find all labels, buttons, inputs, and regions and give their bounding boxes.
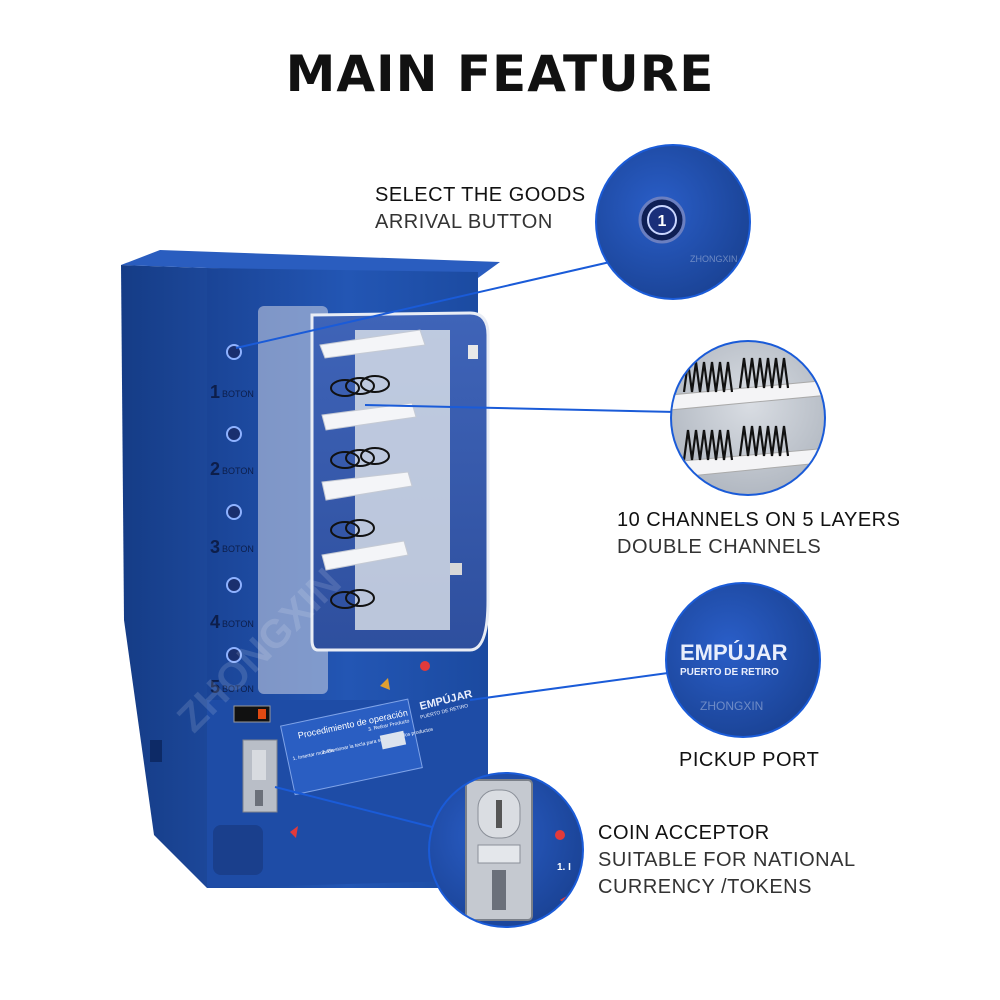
selection-button-4[interactable]: 4 BOTON [210, 577, 254, 632]
button-number: 3 [210, 537, 220, 557]
selection-button-3[interactable]: 3 BOTON [210, 504, 254, 557]
feature-label-button: SELECT THE GOODS ARRIVAL BUTTON [375, 182, 586, 236]
feature-title: SELECT THE GOODS [375, 184, 586, 206]
side-vent [150, 740, 162, 762]
callout-line-channels [364, 404, 677, 413]
decor-dot [420, 661, 430, 671]
window-lock [468, 345, 478, 359]
zoom-circle-pickup: EMPÚJAR PUERTO DE RETIRO ZHONGXIN [665, 582, 821, 738]
feature-label-coin: COIN ACCEPTOR SUITABLE FOR NATIONAL CURR… [598, 820, 856, 901]
zoom-pickup-sublabel: PUERTO DE RETIRO [680, 667, 779, 678]
zoom-spirals [682, 357, 790, 461]
instruction-panel: Procedimiento de operación 1. Insertar m… [280, 698, 434, 796]
feature-title: COIN ACCEPTOR [598, 822, 770, 844]
button-number: 1 [210, 382, 220, 402]
feature-subtitle: ARRIVAL BUTTON [375, 211, 553, 233]
vending-machine: 1 BOTON 2 BOTON 3 BOTON 4 BOTON 5 BO [121, 250, 500, 888]
selection-button-1[interactable]: 1 BOTON [210, 344, 254, 402]
speaker-grille [213, 825, 263, 875]
zoom-circle-coin: 1. I [428, 772, 584, 928]
button-number: 2 [210, 459, 220, 479]
decor-triangle [380, 678, 390, 690]
feature-title: PICKUP PORT [679, 749, 820, 771]
decor-triangle [290, 826, 298, 838]
callout-line-button [235, 261, 611, 349]
feature-label-channels: 10 CHANNELS ON 5 LAYERS DOUBLE CHANNELS [617, 507, 900, 561]
button-label: BOTON [222, 389, 254, 399]
coin-acceptor-on-machine [242, 739, 278, 813]
machine-side-panel [121, 265, 207, 888]
feature-subtitle-2: CURRENCY /TOKENS [598, 876, 812, 898]
button-label: BOTON [222, 619, 254, 629]
selection-button-2[interactable]: 2 BOTON [210, 426, 254, 479]
button-number: 4 [210, 612, 220, 632]
zoom-button-digit: 1 [658, 213, 667, 230]
spirals [330, 375, 390, 609]
button-number: 5 [210, 677, 220, 697]
button-label: BOTON [222, 466, 254, 476]
feature-label-pickup: PICKUP PORT [679, 747, 819, 774]
zoom-pickup-label: EMPÚJAR [680, 640, 788, 665]
zoom-watermark: ZHONGXIN [700, 699, 763, 713]
page-title: MAIN FEATURE [285, 45, 715, 103]
selection-button-5[interactable]: 5 BOTON [210, 647, 254, 697]
button-label: BOTON [222, 684, 254, 694]
zoom-circle-channels [670, 340, 826, 496]
counter-digit [258, 709, 266, 719]
feature-subtitle: DOUBLE CHANNELS [617, 536, 822, 558]
button-label: BOTON [222, 544, 254, 554]
callout-line-coin [274, 786, 433, 828]
zoom-circle-button: 1 ZHONGXIN [595, 144, 751, 300]
callout-line-pickup [469, 672, 669, 701]
shelves [319, 329, 426, 571]
callout-lines [235, 261, 677, 828]
window-latch [450, 563, 462, 575]
feature-title: 10 CHANNELS ON 5 LAYERS [617, 509, 901, 531]
zoom-coin-step: 1. I [557, 862, 571, 873]
feature-subtitle: SUITABLE FOR NATIONAL [598, 849, 856, 871]
selection-buttons: 1 BOTON 2 BOTON 3 BOTON 4 BOTON 5 BO [210, 344, 254, 697]
zoom-watermark: ZHONGXIN [690, 254, 738, 264]
